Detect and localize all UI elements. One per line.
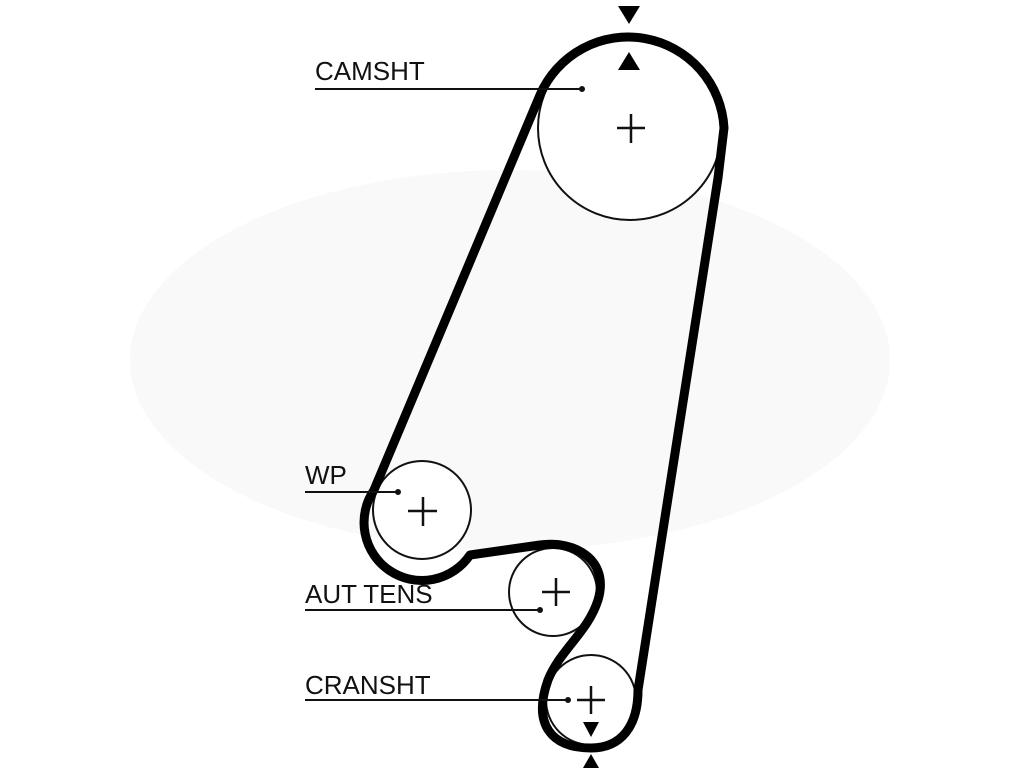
- camshaft-center-mark: [617, 114, 645, 143]
- crankshaft-leader: [305, 697, 571, 703]
- auto-tensioner-leader: [305, 607, 543, 613]
- auto-tensioner-label: AUT TENS: [305, 579, 433, 609]
- crankshaft-timing-mark-inner: [583, 722, 599, 737]
- timing-belt: [359, 32, 729, 753]
- background-watermark: [130, 170, 890, 550]
- water-pump-leader: [305, 489, 401, 495]
- camshaft-timing-mark-top: [618, 6, 640, 24]
- crankshaft-timing-mark-bottom: [583, 754, 599, 768]
- water-pump-label: WP: [305, 460, 347, 490]
- auto-tensioner-center-mark: [542, 578, 570, 606]
- camshaft-timing-mark-inner: [618, 52, 640, 70]
- camshaft-label: CAMSHT: [315, 56, 425, 86]
- water-pump-center-mark: [408, 497, 437, 526]
- crankshaft-label: CRANSHT: [305, 670, 431, 700]
- crankshaft-center-mark: [577, 686, 605, 714]
- camshaft-leader: [315, 86, 585, 92]
